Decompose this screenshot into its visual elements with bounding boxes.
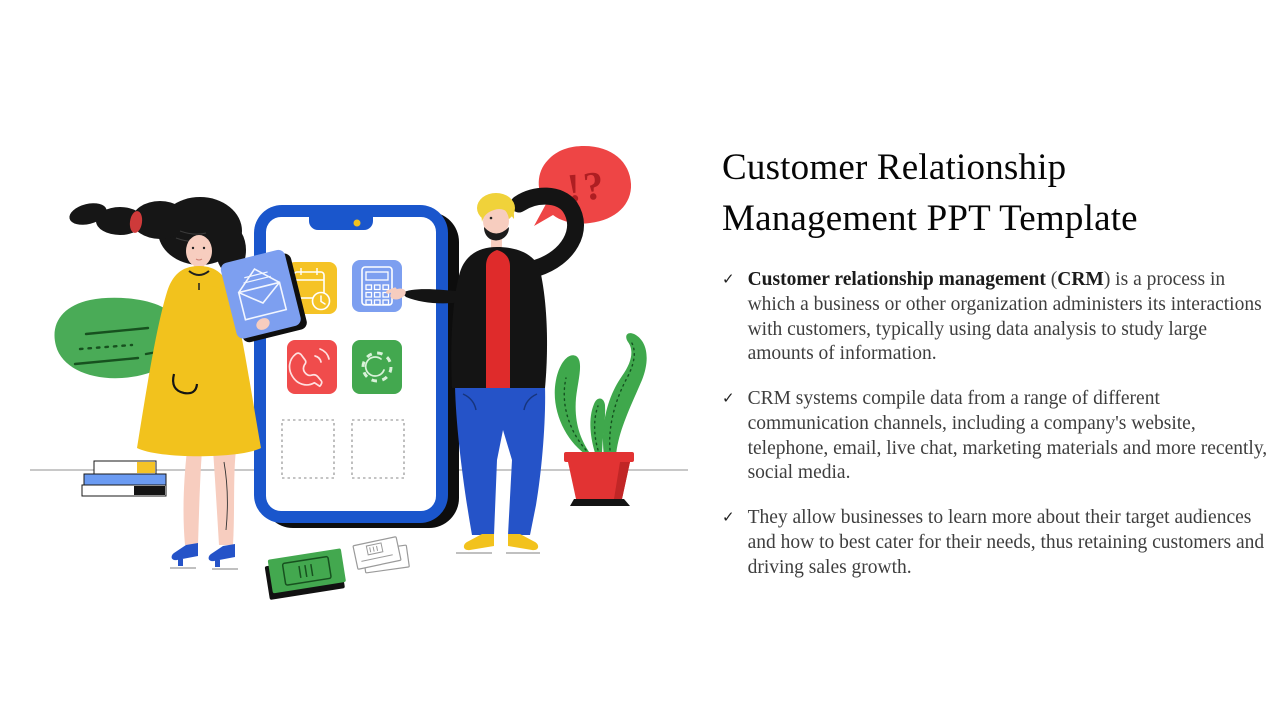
bullet-text: CRM systems compile data from a range of… <box>748 387 1270 486</box>
woman-shoe-right <box>208 544 235 562</box>
red-speech-bubble: !? <box>534 146 632 226</box>
crm-illustration: !? <box>30 146 688 600</box>
tablet-illustration <box>220 249 307 343</box>
plant-illustration <box>554 333 647 506</box>
man-face <box>483 206 509 236</box>
bullet-segment: CRM <box>1057 269 1104 291</box>
slide-body: Customer Relationship Management PPT Tem… <box>722 142 1270 600</box>
bullet-text: They allow businesses to learn more abou… <box>748 506 1270 580</box>
phone-notch <box>309 217 373 230</box>
checkmark-icon: ✓ <box>722 510 735 527</box>
man-shoe-left <box>463 534 494 551</box>
bullet-item: ✓ They allow businesses to learn more ab… <box>722 506 1270 580</box>
bullet-segment: ( <box>1045 269 1058 291</box>
checkmark-icon: ✓ <box>722 391 735 408</box>
calculator-icon <box>352 260 402 312</box>
email-icon <box>237 267 288 321</box>
woman-hair <box>69 197 246 274</box>
bullet-segment: ) is a process in which a business or ot… <box>747 269 1262 365</box>
man-beard <box>484 227 509 241</box>
bullet-item: ✓ Customer relationship management (CRM)… <box>722 268 1270 367</box>
dress-pocket <box>172 373 199 395</box>
man-pointing-arm <box>402 289 464 304</box>
woman-shoe-left <box>171 543 198 561</box>
woman-face <box>186 235 212 267</box>
man-raised-arm <box>510 187 584 277</box>
books-illustration <box>81 460 167 497</box>
checkmark-icon: ✓ <box>722 272 735 289</box>
woman-dress <box>137 266 261 457</box>
slide-title: Customer Relationship Management PPT Tem… <box>722 147 1138 240</box>
bullet-segment: Customer relationship management <box>747 269 1046 291</box>
ground-marks <box>170 552 540 570</box>
phone-illustration <box>254 205 459 528</box>
man-hair <box>481 197 515 222</box>
woman-illustration <box>69 197 307 567</box>
bullet-segment: CRM systems compile data from a range of… <box>747 388 1268 484</box>
bullet-text: Customer relationship management (CRM) i… <box>748 268 1270 367</box>
camera-dot-icon <box>353 219 361 227</box>
bullet-segment: They allow businesses to learn more abou… <box>747 507 1265 578</box>
man-shoe-right <box>508 534 539 551</box>
man-pointing-hand <box>386 287 397 294</box>
bullet-item: ✓ CRM systems compile data from a range … <box>722 387 1270 486</box>
phone-call-icon <box>287 340 337 394</box>
man-shirt <box>486 250 510 388</box>
paper-notes-illustration <box>352 536 410 574</box>
woman-hand <box>256 318 270 330</box>
bullet-list: ✓ Customer relationship management (CRM)… <box>722 268 1270 580</box>
man-pants <box>455 386 546 535</box>
green-card-illustration <box>264 548 346 600</box>
man-illustration <box>386 187 584 551</box>
hair-band <box>129 211 143 233</box>
settings-gear-icon <box>352 340 402 394</box>
